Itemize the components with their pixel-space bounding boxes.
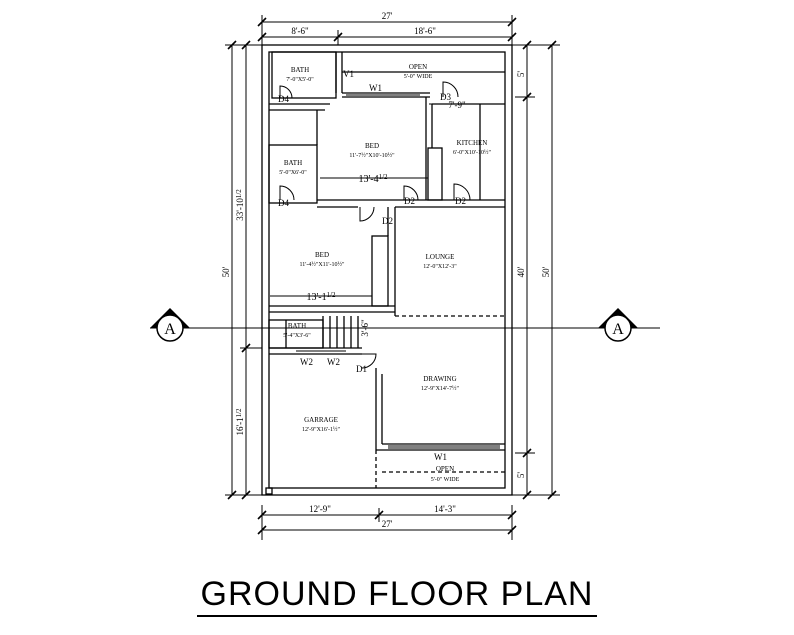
room-labels: BATH 7'-0"X5'-0" OPEN 5'-0" WIDE BED 11'…	[279, 63, 491, 483]
dim-top-total: 27'	[382, 11, 393, 21]
dim-top-left: 8'-6"	[291, 26, 309, 36]
dim-right-bottom: 5'	[516, 472, 526, 479]
bath3-name: BATH	[288, 322, 306, 330]
kitchen-size: 6'-0"X10'-10½"	[453, 149, 491, 156]
bath2-name: BATH	[284, 159, 302, 167]
drawing-size: 12'-9"X14'-7½"	[421, 385, 459, 392]
bed1-size: 11'-7½"X10'-10½"	[349, 152, 395, 159]
dim-right-outer: 50'	[541, 266, 551, 277]
dim-kitchen-width: 7'-9"	[448, 100, 466, 110]
section-marker-right: A	[612, 321, 624, 338]
kitchen-name: KITCHEN	[457, 139, 488, 147]
tag-w1-top: W1	[369, 83, 382, 93]
tag-d1: D1	[356, 364, 367, 374]
bed1-name: BED	[365, 142, 379, 150]
dim-right-mid: 40'	[516, 266, 526, 277]
bath3-size: 5'-4"X3'-6"	[283, 333, 311, 339]
open-bottom-size: 5'-0" WIDE	[431, 477, 460, 483]
tag-w2-a: W2	[300, 357, 313, 367]
lounge-size: 12'-0"X12'-3"	[423, 264, 457, 270]
windows	[296, 94, 500, 449]
bath1-name: BATH	[291, 66, 309, 74]
dim-bed-width: 13'-41/2	[358, 173, 388, 185]
dimension-texts: 27' 8'-6" 18'-6" 12'-9" 14'-3" 27' 50' 3…	[221, 11, 551, 529]
dim-stair: 3'-6"	[360, 319, 370, 337]
tag-d2-lounge: D2	[382, 216, 393, 226]
dimension-ticks	[227, 17, 557, 535]
dim-left-outer: 50'	[221, 266, 231, 277]
dim-top-right: 18'-6"	[414, 26, 436, 36]
tag-d2-kitchen: D2	[455, 196, 466, 206]
tag-d2-bed: D2	[404, 196, 415, 206]
door-swings	[279, 81, 471, 369]
bed2-size: 11'-4½"X11'-10½"	[300, 261, 345, 268]
section-line	[150, 308, 660, 342]
tag-w2-b: W2	[327, 357, 340, 367]
opening-tags: V1 W1 D4 D3 D4 D2 D2 D2 W2 W2 D1 W1	[278, 69, 466, 462]
tag-w1-bottom: W1	[434, 452, 447, 462]
dim-right-top: 5'	[516, 71, 526, 78]
tag-d4-top: D4	[278, 94, 289, 104]
tag-v1: V1	[343, 69, 354, 79]
dim-bottom-right: 14'-3"	[434, 504, 456, 514]
walls	[261, 44, 513, 496]
drawing-name: DRAWING	[423, 375, 456, 383]
dim-left-lower: 16'-11/2	[235, 408, 245, 436]
section-marker-left: A	[164, 321, 176, 338]
dim-bottom-left: 12'-9"	[309, 504, 331, 514]
garrage-size: 12'-9"X16'-1½"	[302, 426, 340, 433]
tag-d3: D3	[440, 92, 451, 102]
plan-title-text: GROUND FLOOR PLAN	[196, 575, 598, 617]
bath2-size: 5'-0"X6'-0"	[279, 170, 307, 176]
dim-left-upper: 33'-101/2	[235, 189, 245, 221]
open-bottom-name: OPEN	[436, 465, 454, 473]
open-top-name: OPEN	[409, 63, 427, 71]
lounge-name: LOUNGE	[426, 253, 455, 261]
dim-bottom-total: 27'	[382, 519, 393, 529]
dimension-lines	[225, 15, 560, 540]
plan-title: GROUND FLOOR PLAN	[0, 575, 794, 617]
open-top-size: 5'-0" WIDE	[404, 74, 433, 80]
bath1-size: 7'-0"X5'-0"	[286, 77, 314, 83]
garrage-name: GARRAGE	[304, 416, 338, 424]
tag-d4-bottom: D4	[278, 198, 289, 208]
dim-bed2-width: 13'-11/2	[306, 291, 336, 303]
bed2-name: BED	[315, 251, 329, 259]
